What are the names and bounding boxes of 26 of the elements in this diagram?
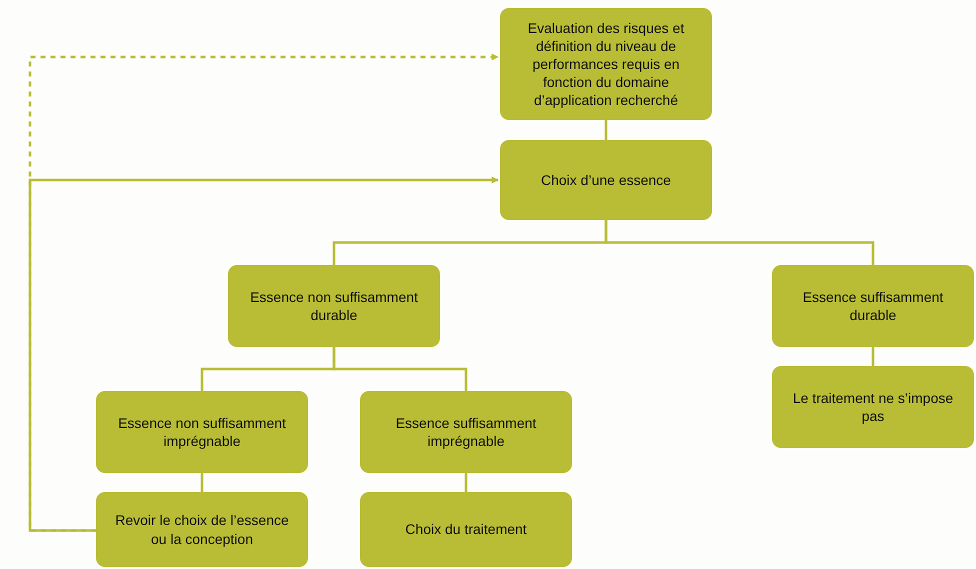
box-text: Essence suffisamment imprégnable	[394, 414, 538, 450]
box-text: Choix du traitement	[405, 520, 527, 539]
box-text: Choix d’une essence	[541, 170, 671, 190]
connector-line	[872, 347, 874, 366]
connector-line	[604, 220, 874, 265]
box-text: Essence non suffisamment durable	[249, 288, 419, 324]
process-box	[500, 140, 712, 220]
process-box	[772, 366, 974, 448]
arrow	[28, 176, 499, 532]
box-text: Le traitement ne s’impose pas	[792, 388, 954, 426]
process-box	[360, 391, 572, 473]
connector-line	[332, 347, 468, 391]
box-text: Essence suffisamment durable	[802, 288, 944, 324]
process-box	[96, 391, 308, 473]
box-text: Evaluation des risques et définition du niveau de performances requis en fonction du domaine d’application recherché	[526, 18, 686, 110]
box-text: Essence non suffisamment imprégnable	[117, 414, 287, 450]
process-box	[96, 492, 308, 567]
process-box	[772, 265, 974, 347]
process-box	[500, 8, 712, 120]
connector-line	[200, 473, 204, 492]
connector-line	[604, 120, 608, 140]
box-text: Revoir le choix de l’essence ou la conception	[114, 511, 290, 548]
process-box	[360, 492, 572, 567]
process-box	[228, 265, 440, 347]
connector-line	[464, 473, 468, 492]
arrow	[28, 54, 499, 532]
